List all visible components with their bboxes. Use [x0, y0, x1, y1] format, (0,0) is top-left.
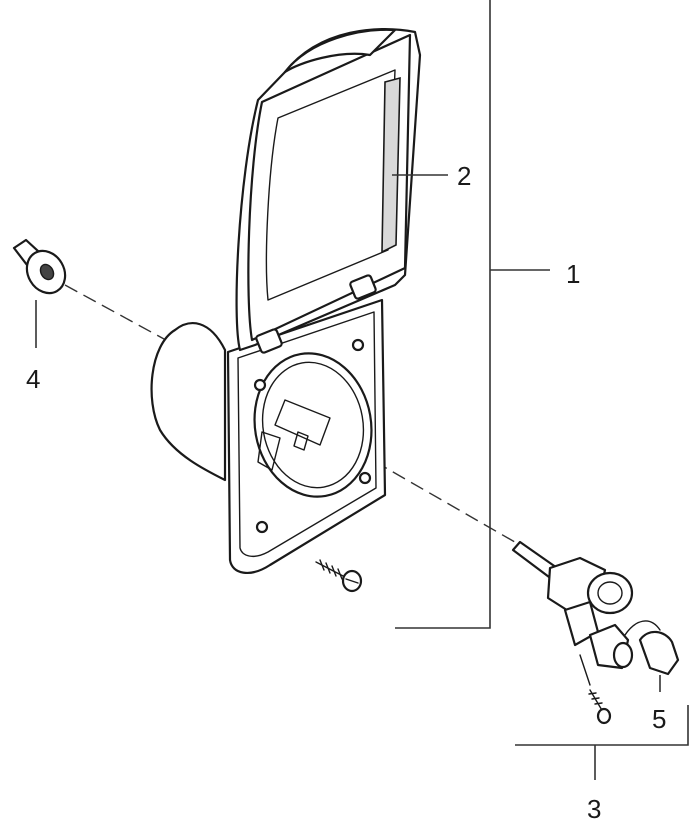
callout-1-bracket — [395, 0, 550, 629]
callout-4: 4 — [26, 364, 40, 394]
mounting-plate — [226, 298, 387, 574]
hinged-lid — [235, 28, 448, 354]
connector-assembly — [511, 540, 680, 725]
rear-housing — [150, 322, 227, 482]
callout-2: 2 — [457, 161, 471, 191]
callout-3: 3 — [587, 794, 601, 824]
callout-3-bracket — [515, 705, 689, 780]
mounting-screw — [315, 559, 363, 593]
callout-1: 1 — [566, 259, 580, 289]
callout-5: 5 — [652, 704, 666, 734]
assembly-axis — [64, 284, 521, 546]
grommet-part — [12, 238, 67, 348]
